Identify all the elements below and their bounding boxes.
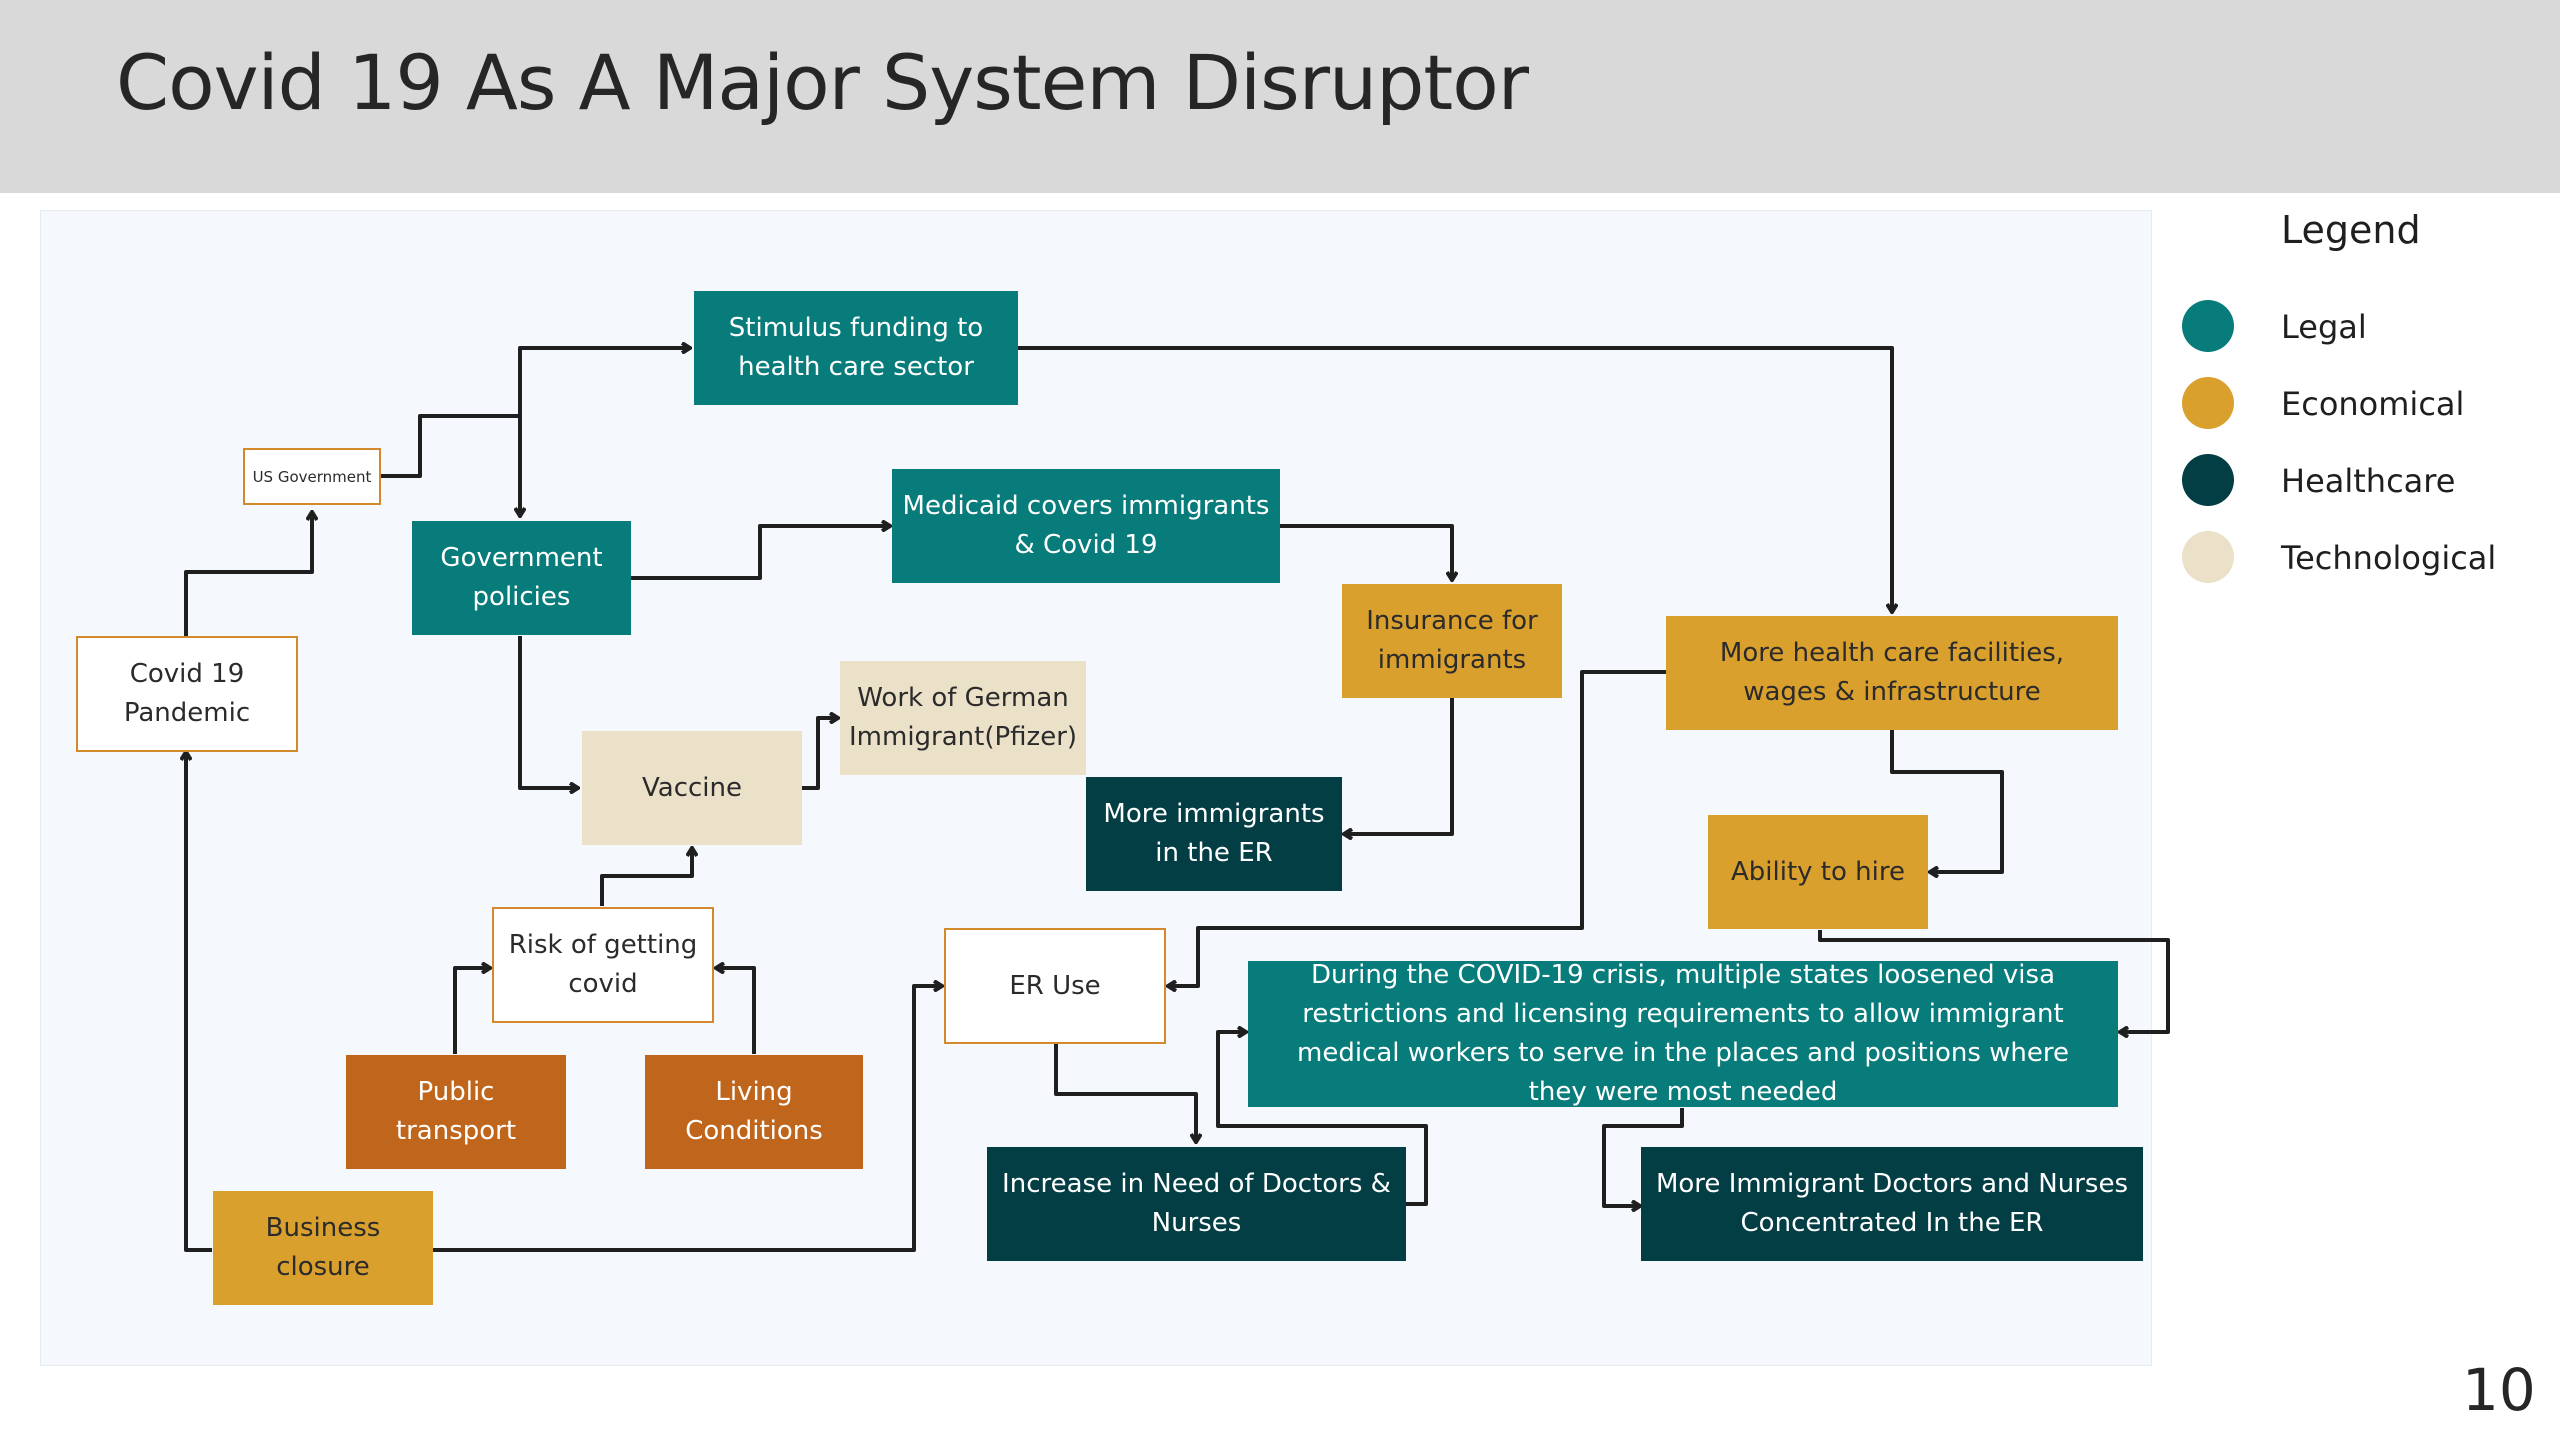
legend-swatch-healthcare (2182, 454, 2234, 506)
page-number: 10 (2462, 1356, 2536, 1424)
legend-item-economical: Economical (2180, 375, 2540, 431)
node-more-immigrants-er: More immigrants in the ER (1086, 777, 1342, 891)
legend-item-legal: Legal (2180, 298, 2540, 354)
legend-swatch-economical (2182, 377, 2234, 429)
legend-swatch-technological (2182, 531, 2234, 583)
legend-item-healthcare: Healthcare (2180, 452, 2540, 508)
node-living-conditions: Living Conditions (645, 1055, 863, 1169)
node-work-german-immigrant: Work of German Immigrant(Pfizer) (840, 661, 1086, 775)
node-health-facilities: More health care facilities, wages & inf… (1666, 616, 2118, 730)
legend-label: Technological (2281, 539, 2497, 577)
node-business-closure: Business closure (213, 1191, 433, 1305)
page-title: Covid 19 As A Major System Disruptor (116, 38, 1529, 127)
node-stimulus-funding: Stimulus funding to health care sector (694, 291, 1018, 405)
node-immigrant-doctors-er: More Immigrant Doctors and Nurses Concen… (1641, 1147, 2143, 1261)
node-risk-of-covid: Risk of getting covid (492, 907, 714, 1023)
node-us-government: US Government (243, 448, 381, 505)
node-vaccine: Vaccine (582, 731, 802, 845)
node-ability-to-hire: Ability to hire (1708, 815, 1928, 929)
node-visa-restrictions: During the COVID-19 crisis, multiple sta… (1248, 960, 2118, 1107)
node-insurance-immigrants: Insurance for immigrants (1342, 584, 1562, 698)
node-medicaid: Medicaid covers immigrants & Covid 19 (892, 469, 1280, 583)
header-bar (0, 0, 2560, 193)
legend-label: Healthcare (2281, 462, 2456, 500)
node-public-transport: Public transport (346, 1055, 566, 1169)
legend-title: Legend (2281, 208, 2421, 252)
node-government-policies: Government policies (412, 521, 631, 635)
node-need-doctors-nurses: Increase in Need of Doctors & Nurses (987, 1147, 1406, 1261)
legend-swatch-legal (2182, 300, 2234, 352)
legend-label: Legal (2281, 308, 2367, 346)
node-er-use: ER Use (944, 928, 1166, 1044)
legend-item-technological: Technological (2180, 529, 2540, 585)
legend-label: Economical (2281, 385, 2465, 423)
node-covid-pandemic: Covid 19 Pandemic (76, 636, 298, 752)
